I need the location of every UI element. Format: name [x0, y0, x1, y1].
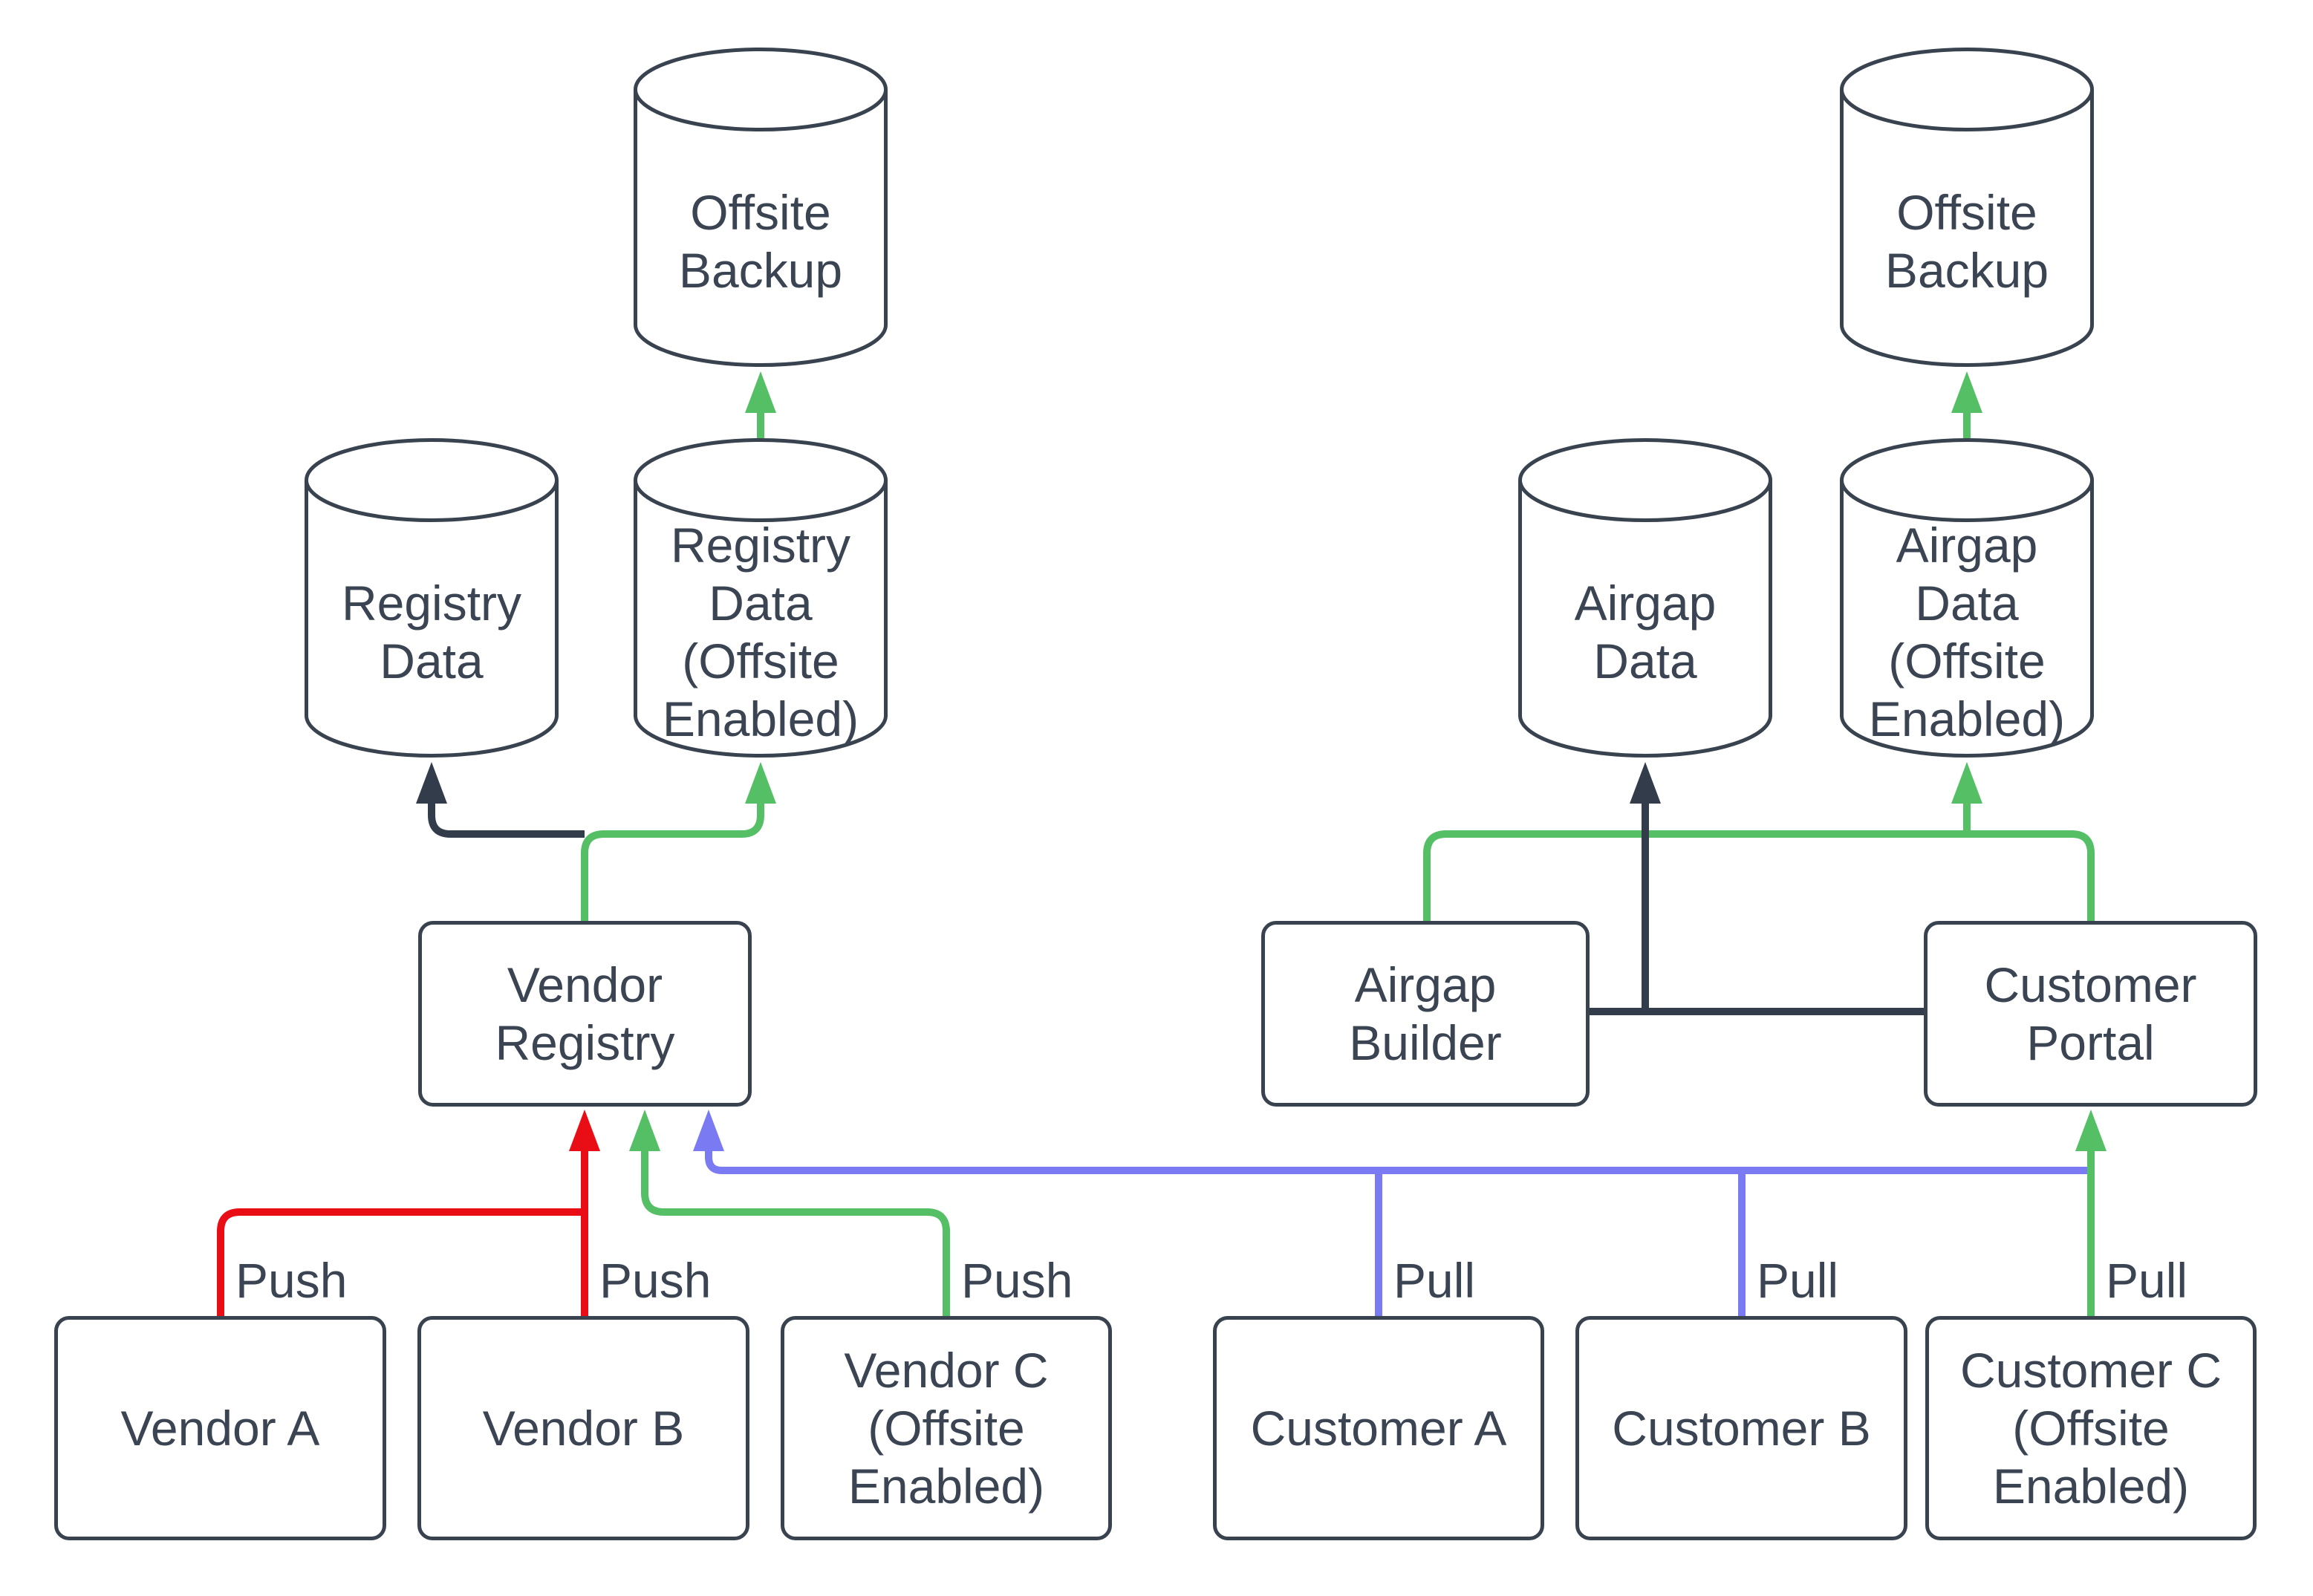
airgap-data-label: Airgap Data	[1574, 576, 1717, 688]
airgap-builder-box: Airgap Builder	[1261, 921, 1590, 1107]
cylinder-shape	[634, 438, 888, 758]
customer-portal-box: Customer Portal	[1924, 921, 2257, 1107]
customer-portal-label: Customer Portal	[1984, 957, 2197, 1070]
cylinder-shape	[305, 438, 559, 758]
customers-pull-to-vendor-registry-connector	[705, 1144, 2091, 1174]
portal-builder-to-airgap-data-connector-arrowhead	[1630, 762, 1661, 804]
airgap-builder-label: Airgap Builder	[1349, 957, 1502, 1070]
vendor-a-label: Vendor A	[120, 1401, 320, 1456]
registry-data-offsite-label: Registry Data (Offsite Enabled)	[662, 518, 859, 746]
vendor-b-box: Vendor B	[417, 1316, 749, 1540]
airgap-data-offsite-to-backup-connector-arrowhead	[1951, 371, 1982, 413]
cylinder-shape	[1518, 438, 1772, 758]
offsite-backup-left-label: Offsite Backup	[678, 185, 843, 298]
airgap-data-cylinder: Airgap Data	[1518, 438, 1772, 758]
registry-data-offsite-cylinder: Registry Data (Offsite Enabled)	[634, 438, 888, 758]
vendor-c-box: Vendor C (Offsite Enabled)	[781, 1316, 1112, 1540]
registry-to-offsite-registry-data-connector	[581, 796, 764, 921]
push-edge-label: Push	[599, 1253, 712, 1308]
push-edge-label: Push	[961, 1253, 1073, 1308]
customer-c-box: Customer C (Offsite Enabled)	[1925, 1316, 2257, 1540]
pull-edge-label: Pull	[1393, 1253, 1476, 1308]
vendor-b-label: Vendor B	[482, 1401, 685, 1456]
push-edge-label: Push	[235, 1253, 348, 1308]
registry-to-registry-data-connector	[428, 796, 585, 838]
airgap-data-offsite-cylinder: Airgap Data (Offsite Enabled)	[1840, 438, 2094, 758]
pull-edge-label: Pull	[2106, 1253, 2188, 1308]
cylinder-shape	[634, 48, 888, 367]
vendor-c-label: Vendor C (Offsite Enabled)	[844, 1343, 1049, 1514]
cylinder-shape	[1840, 48, 2094, 367]
customer-a-box: Customer A	[1213, 1316, 1544, 1540]
vendor-c-push-connector-arrowhead	[629, 1110, 660, 1151]
customers-pull-to-vendor-registry-connector-arrowhead	[693, 1110, 724, 1151]
customer-a-label: Customer A	[1250, 1401, 1507, 1456]
builder-portal-offsite-net-connector	[1423, 830, 2095, 921]
pull-edge-label: Pull	[1757, 1253, 1839, 1308]
offsite-backup-left-cylinder: Offsite Backup	[634, 48, 888, 367]
vendor-registry-label: Vendor Registry	[495, 957, 675, 1070]
vendor-a-box: Vendor A	[54, 1316, 386, 1540]
customer-c-label: Customer C (Offsite Enabled)	[1959, 1343, 2222, 1514]
registry-data-label: Registry Data	[341, 576, 522, 688]
registry-to-offsite-registry-data-connector-arrowhead	[745, 762, 776, 804]
cylinder-shape	[1840, 438, 2094, 758]
customer-c-pull-connector-arrowhead	[2075, 1110, 2107, 1151]
registry-data-cylinder: Registry Data	[305, 438, 559, 758]
customer-b-label: Customer B	[1612, 1401, 1871, 1456]
vendor-b-push-connector-arrowhead	[569, 1110, 600, 1151]
offsite-backup-right-cylinder: Offsite Backup	[1840, 48, 2094, 367]
registry-data-offsite-to-backup-connector-arrowhead	[745, 371, 776, 413]
offsite-net-to-airgap-data-offsite-connector-arrowhead	[1951, 762, 1982, 804]
offsite-backup-right-label: Offsite Backup	[1884, 185, 2049, 298]
customer-b-box: Customer B	[1575, 1316, 1907, 1540]
airgap-data-offsite-label: Airgap Data (Offsite Enabled)	[1868, 518, 2066, 746]
registry-to-registry-data-connector-arrowhead	[416, 762, 447, 804]
vendor-registry-box: Vendor Registry	[418, 921, 752, 1107]
